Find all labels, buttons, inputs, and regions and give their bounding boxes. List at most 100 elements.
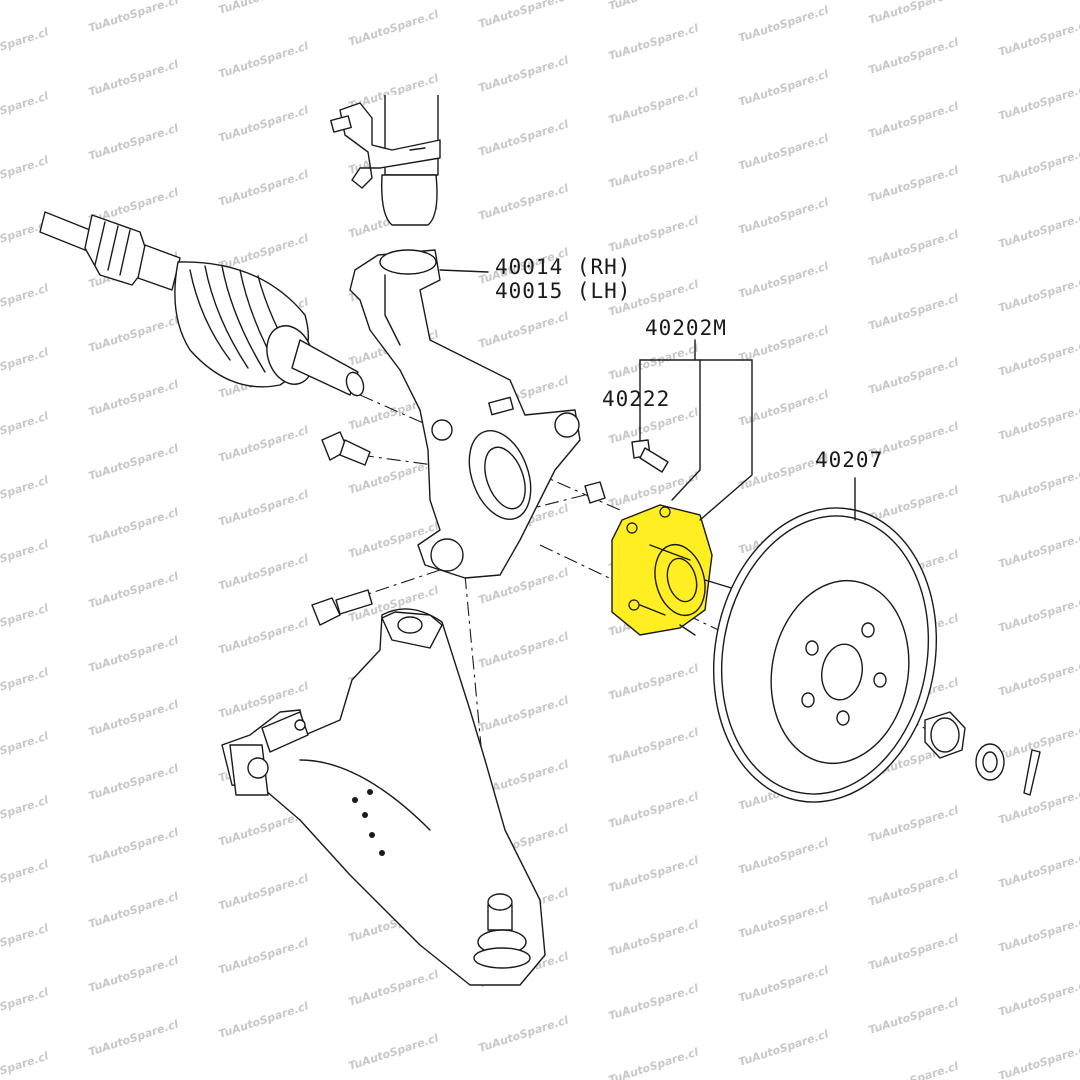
label-knuckle-lh[interactable]: 40015 (LH) (495, 279, 631, 303)
watermark-text: TuAutoSpare.cl (477, 1013, 570, 1054)
watermark-text: TuAutoSpare.cl (217, 103, 310, 144)
watermark-text: TuAutoSpare.cl (217, 231, 310, 272)
drive-shaft (39, 211, 365, 397)
watermark-text: TuAutoSpare.cl (997, 977, 1080, 1018)
watermark-text: TuAutoSpare.cl (477, 309, 570, 350)
watermark-text: TuAutoSpare.cl (87, 0, 180, 35)
watermark-text: TuAutoSpare.cl (737, 131, 830, 172)
watermark-text: TuAutoSpare.cl (997, 593, 1080, 634)
watermark-text: TuAutoSpare.cl (737, 259, 830, 300)
leader-lines (439, 269, 856, 521)
watermark-text: TuAutoSpare.cl (737, 1027, 830, 1068)
watermark-text: TuAutoSpare.cl (217, 0, 310, 17)
watermark-text: TuAutoSpare.cl (867, 163, 960, 204)
watermark-text: TuAutoSpare.cl (217, 871, 310, 912)
watermark-text: TuAutoSpare.cl (607, 661, 700, 702)
watermark-text: TuAutoSpare.cl (737, 323, 830, 364)
watermark-text: TuAutoSpare.cl (87, 377, 180, 418)
watermark-text: TuAutoSpare.cl (217, 167, 310, 208)
watermark-text: TuAutoSpare.cl (737, 963, 830, 1004)
watermark-text: TuAutoSpare.cl (87, 569, 180, 610)
watermark-text: TuAutoSpare.cl (87, 121, 180, 162)
watermark-text: TuAutoSpare.cl (0, 857, 50, 898)
watermark-text: TuAutoSpare.cl (0, 921, 50, 962)
watermark-text: TuAutoSpare.cl (867, 227, 960, 268)
label-hub-assembly[interactable]: 40202M (645, 316, 727, 340)
watermark-text: TuAutoSpare.cl (997, 913, 1080, 954)
watermark-text: TuAutoSpare.cl (87, 825, 180, 866)
watermark-text: TuAutoSpare.cl (607, 0, 700, 13)
watermark-text: TuAutoSpare.cl (0, 729, 50, 770)
watermark-text: TuAutoSpare.cl (0, 985, 50, 1026)
watermark-text: TuAutoSpare.cl (867, 355, 960, 396)
watermark-text: TuAutoSpare.cl (0, 537, 50, 578)
watermark-text: TuAutoSpare.cl (87, 953, 180, 994)
watermark-text: TuAutoSpare.cl (737, 195, 830, 236)
watermark-text: TuAutoSpare.cl (347, 967, 440, 1008)
watermark-text: TuAutoSpare.cl (217, 551, 310, 592)
watermark-text: TuAutoSpare.cl (607, 341, 700, 382)
watermark-text: TuAutoSpare.cl (867, 995, 960, 1036)
watermark-text: TuAutoSpare.cl (997, 17, 1080, 58)
watermark-text: TuAutoSpare.cl (867, 99, 960, 140)
watermark-text: TuAutoSpare.cl (737, 67, 830, 108)
watermark-text: TuAutoSpare.cl (997, 81, 1080, 122)
watermark-text: TuAutoSpare.cl (217, 935, 310, 976)
watermark-text: TuAutoSpare.cl (0, 1049, 50, 1080)
watermark-text: TuAutoSpare.cl (997, 1041, 1080, 1080)
watermark-text: TuAutoSpare.cl (217, 487, 310, 528)
watermark-text: TuAutoSpare.cl (0, 793, 50, 834)
watermark-text: TuAutoSpare.cl (737, 899, 830, 940)
watermark-text: TuAutoSpare.cl (607, 85, 700, 126)
watermark-text: TuAutoSpare.cl (997, 145, 1080, 186)
watermark-text: TuAutoSpare.cl (607, 789, 700, 830)
watermark-text: TuAutoSpare.cl (347, 1031, 440, 1072)
brake-rotor[interactable] (691, 490, 959, 820)
watermark-text: TuAutoSpare.cl (997, 337, 1080, 378)
hub-bolt (631, 439, 669, 473)
watermark-text: TuAutoSpare.cl (217, 423, 310, 464)
watermark-text: TuAutoSpare.cl (217, 615, 310, 656)
watermark-text: TuAutoSpare.cl (0, 665, 50, 706)
watermark-text: TuAutoSpare.cl (0, 0, 50, 3)
label-rotor[interactable]: 40207 (815, 448, 883, 472)
watermark-text: TuAutoSpare.cl (0, 153, 50, 194)
watermark-text: TuAutoSpare.cl (87, 697, 180, 738)
watermark-text: TuAutoSpare.cl (867, 867, 960, 908)
watermark-text: TuAutoSpare.cl (997, 273, 1080, 314)
watermark-text: TuAutoSpare.cl (867, 35, 960, 76)
part-labels: 40014 (RH) 40015 (LH) 40202M 40222 40207 (495, 255, 883, 472)
watermark-text: TuAutoSpare.cl (607, 21, 700, 62)
knuckle-bolts (311, 431, 606, 626)
watermark-text: TuAutoSpare.cl (607, 1045, 700, 1080)
watermark-text: TuAutoSpare.cl (87, 441, 180, 482)
watermark-text: TuAutoSpare.cl (607, 917, 700, 958)
watermark-text: TuAutoSpare.cl (607, 469, 700, 510)
label-knuckle-rh[interactable]: 40014 (RH) (495, 255, 631, 279)
watermark-text: TuAutoSpare.cl (0, 89, 50, 130)
strut-assembly (330, 95, 441, 226)
watermark-text: TuAutoSpare.cl (217, 39, 310, 80)
watermark-text: TuAutoSpare.cl (0, 601, 50, 642)
watermark-text: TuAutoSpare.cl (867, 803, 960, 844)
watermark-text: TuAutoSpare.cl (0, 473, 50, 514)
watermark-text: TuAutoSpare.cl (477, 181, 570, 222)
lower-control-arm (221, 608, 546, 986)
watermark-text: TuAutoSpare.cl (997, 465, 1080, 506)
label-hub-bolt[interactable]: 40222 (602, 387, 670, 411)
hub-assembly-highlighted[interactable] (611, 504, 739, 636)
watermark-text: TuAutoSpare.cl (477, 629, 570, 670)
watermark-text: TuAutoSpare.cl (607, 853, 700, 894)
watermark-text: TuAutoSpare.cl (607, 149, 700, 190)
watermark-text: TuAutoSpare.cl (0, 281, 50, 322)
watermark-text: TuAutoSpare.cl (867, 483, 960, 524)
watermark-text: TuAutoSpare.cl (477, 53, 570, 94)
watermark-text: TuAutoSpare.cl (997, 785, 1080, 826)
watermark-text: TuAutoSpare.cl (737, 835, 830, 876)
watermark-text: TuAutoSpare.cl (87, 57, 180, 98)
watermark-text: TuAutoSpare.cl (87, 633, 180, 674)
watermark-text: TuAutoSpare.cl (997, 401, 1080, 442)
watermark-text: TuAutoSpare.cl (477, 0, 570, 31)
